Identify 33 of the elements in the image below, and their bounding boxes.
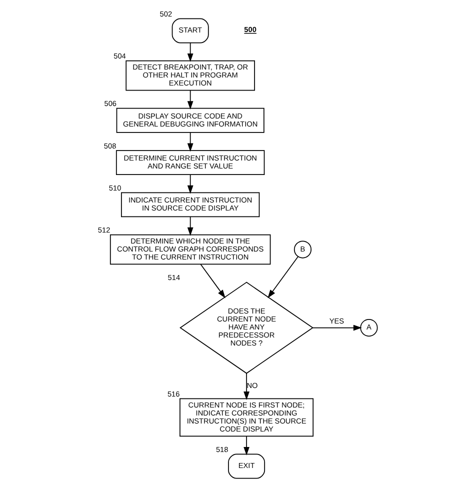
node-label: 506 xyxy=(104,99,116,108)
label: 500 xyxy=(244,24,256,34)
node-box: DISPLAY SOURCE CODE AND GENERAL DEBUGGING INFORMATION xyxy=(116,108,264,133)
arrow xyxy=(186,216,193,236)
node-diamond: DOES THE CURRENT NODE HAVE ANY PREDECESSOR NODES ? xyxy=(179,282,314,374)
node-label: 518 xyxy=(215,445,228,454)
node-circle: B xyxy=(293,240,312,258)
node-circle: A xyxy=(360,319,378,337)
arrow xyxy=(186,90,193,110)
arrow xyxy=(312,324,362,331)
node-label: 508 xyxy=(103,141,116,150)
arrow xyxy=(186,42,193,62)
arrow xyxy=(243,372,249,400)
arrow xyxy=(267,256,298,298)
arrow xyxy=(186,174,193,194)
node-box: CURRENT NODE IS FIRST NODE; INDICATE CORRESPONDING INSTRUCTION(S) IN THE SOURCE CODE DISPLAY xyxy=(179,398,314,437)
node-box: EXIT xyxy=(228,454,265,479)
arrow xyxy=(186,132,193,152)
node-box: DETERMINE WHICH NODE IN THE CONTROL FLOW GRAPH CORRESPONDS TO THE CURRENT INSTRUCTION xyxy=(109,234,270,265)
edge-label: YES xyxy=(328,316,344,326)
arrow xyxy=(243,436,249,456)
arrow xyxy=(200,264,225,298)
node-box: DETERMINE CURRENT INSTRUCTION AND RANGE SET VALUE xyxy=(115,150,264,176)
node-label: 510 xyxy=(108,184,121,193)
node-label: 512 xyxy=(97,226,110,235)
node-label: 504 xyxy=(113,52,126,61)
node-label: 514 xyxy=(167,273,180,282)
node-box: INDICATE CURRENT INSTRUCTION IN SOURCE CODE DISPLAY xyxy=(120,192,260,218)
node-label: 502 xyxy=(159,10,172,19)
node-label: 516 xyxy=(166,390,180,399)
edge-label: NO xyxy=(246,380,258,390)
node-box: START xyxy=(171,18,208,44)
node-box: DETECT BREAKPOINT, TRAP, OR OTHER HALT IN PROGRAM EXECUTION xyxy=(125,60,254,91)
